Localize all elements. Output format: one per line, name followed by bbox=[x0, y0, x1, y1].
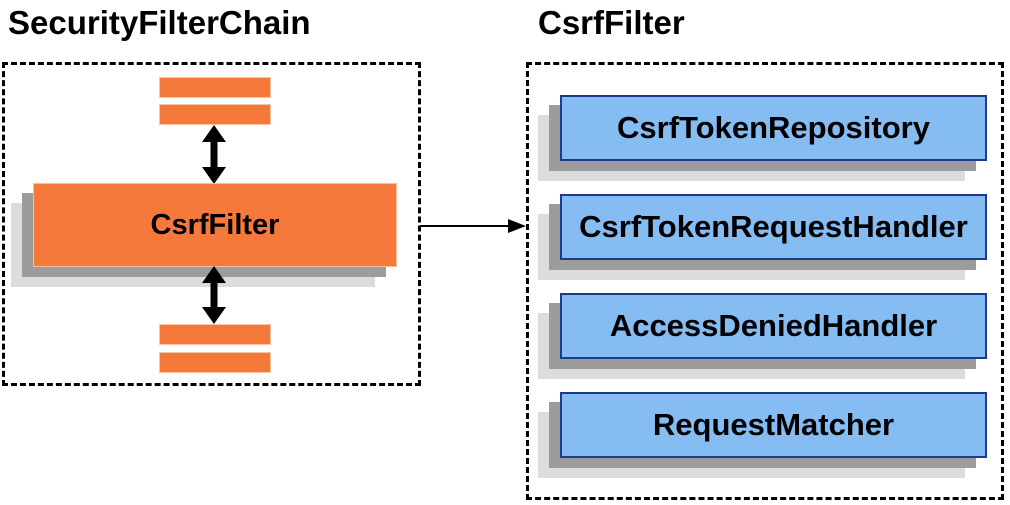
component-node-label: RequestMatcher bbox=[652, 407, 895, 442]
component-node-label: AccessDeniedHandler bbox=[609, 308, 938, 343]
csrf-filter-node-label: CsrfFilter bbox=[150, 208, 280, 241]
component-node-label: CsrfTokenRepository bbox=[617, 110, 930, 145]
csrf-filter-container bbox=[526, 62, 1004, 500]
component-node-access-denied-handler: AccessDeniedHandler bbox=[560, 293, 987, 359]
filter-placeholder-bar-1 bbox=[159, 77, 271, 98]
csrf-filter-node: CsrfFilter bbox=[33, 183, 397, 267]
component-node-csrf-token-request-handler: CsrfTokenRequestHandler bbox=[560, 194, 987, 260]
component-node-label: CsrfTokenRequestHandler bbox=[579, 209, 968, 244]
filter-placeholder-bar-3 bbox=[159, 324, 271, 345]
bidirectional-arrow-top-icon bbox=[202, 125, 226, 184]
csrf-filter-title: CsrfFilter bbox=[538, 4, 685, 41]
filter-placeholder-bar-4 bbox=[159, 352, 271, 373]
bidirectional-arrow-bottom-icon bbox=[202, 266, 226, 324]
security-filter-chain-container bbox=[2, 62, 421, 386]
filter-placeholder-bar-2 bbox=[159, 104, 271, 125]
security-filter-chain-title: SecurityFilterChain bbox=[8, 4, 311, 41]
flow-arrow-icon bbox=[420, 219, 526, 233]
component-node-csrf-token-repository: CsrfTokenRepository bbox=[560, 95, 987, 161]
component-node-request-matcher: RequestMatcher bbox=[560, 392, 987, 458]
